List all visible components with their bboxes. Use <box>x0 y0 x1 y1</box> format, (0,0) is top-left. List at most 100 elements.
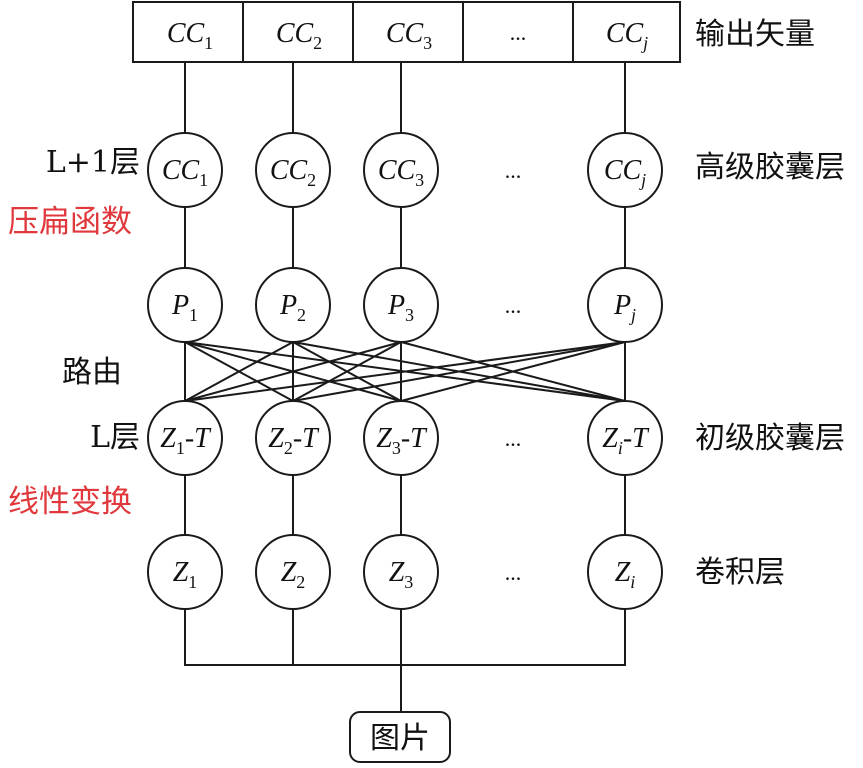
node-base: Z <box>173 557 189 588</box>
node-label: P2 <box>279 290 306 325</box>
node-label: P1 <box>171 290 198 325</box>
output-vector-box <box>132 1 681 63</box>
node-label: Z3-T <box>376 423 428 458</box>
node-subscript: 3 <box>405 305 414 325</box>
node-subscript: 1 <box>188 572 197 592</box>
prediction-layer: P1 P2 P3 ... Pj <box>147 267 663 343</box>
routing-label: 路由 <box>62 355 122 390</box>
conv-layer: Z1 Z2 Z3 ... Zi 卷积层 <box>147 534 785 610</box>
conv-node-i: Zi <box>587 534 663 610</box>
node-separator: - <box>185 423 194 454</box>
conv-node-3: Z3 <box>363 534 439 610</box>
primary-capsule-node-3: Z3-T <box>363 400 439 476</box>
prediction-node-2: P2 <box>255 267 331 343</box>
primary-capsule-layer: L层 Z1-T Z2-T Z3-T ... Zi-T 初级胶囊层 <box>90 400 845 476</box>
linear-transform-label: 线性变换 <box>8 484 132 520</box>
input-bus <box>184 609 626 712</box>
squash-function-label: 压扁函数 <box>8 204 132 240</box>
output-connectors <box>184 62 626 133</box>
routing-line <box>184 341 626 402</box>
high-capsule-node-2: CC2 <box>255 132 331 208</box>
node-label: Z3 <box>389 557 414 592</box>
primary-capsule-ellipsis: ... <box>505 426 522 451</box>
node-subscript: 1 <box>199 170 208 190</box>
routing-line <box>292 341 626 402</box>
high-capsule-node-j: CCj <box>587 132 663 208</box>
node-label: Z2-T <box>268 423 320 458</box>
prediction-ellipsis: ... <box>505 293 522 318</box>
node-label: P3 <box>387 290 414 325</box>
primary-capsule-layer-label: 初级胶囊层 <box>695 421 845 456</box>
level-label-l: L层 <box>90 420 140 455</box>
node-tail: T <box>302 423 320 454</box>
squash-connectors <box>184 207 626 268</box>
transform-connectors <box>184 475 626 535</box>
node-base: Z <box>268 423 284 454</box>
node-base: P <box>613 290 631 321</box>
output-cell-ccj: CCj <box>606 18 648 53</box>
node-label: Z1-T <box>160 423 212 458</box>
node-subscript: 2 <box>296 572 305 592</box>
node-subscript: j <box>629 305 636 325</box>
routing-line <box>400 341 626 402</box>
node-subscript: 3 <box>423 33 432 53</box>
conv-layer-label: 卷积层 <box>695 555 785 590</box>
prediction-node-1: P1 <box>147 267 223 343</box>
high-capsule-layer-label: 高级胶囊层 <box>695 150 845 185</box>
node-base: Z <box>160 423 176 454</box>
output-vector-row: CC1 CC2 CC3 ... CCj 输出矢量 <box>132 1 815 63</box>
output-cell-cc3: CC3 <box>386 18 432 53</box>
node-base: CC <box>378 155 416 186</box>
node-label: CC3 <box>378 155 424 190</box>
node-label: Z2 <box>281 557 306 592</box>
high-capsule-layer: L+1层 CC1 CC2 CC3 ... CCj 高级胶囊层 <box>46 132 845 208</box>
node-label: CC1 <box>162 155 208 190</box>
primary-capsule-node-i: Zi-T <box>587 400 663 476</box>
node-subscript: j <box>639 170 646 190</box>
node-subscript: 2 <box>297 305 306 325</box>
node-subscript: 2 <box>313 33 322 53</box>
node-base: Z <box>389 557 405 588</box>
conv-node-1: Z1 <box>147 534 223 610</box>
node-subscript: 1 <box>204 33 213 53</box>
primary-capsule-node-1: Z1-T <box>147 400 223 476</box>
level-label-l-plus-1: L+1层 <box>46 145 140 180</box>
output-vector-label: 输出矢量 <box>695 17 815 52</box>
output-cell-cc1: CC1 <box>167 18 213 53</box>
node-base: CC <box>167 18 205 49</box>
node-separator: - <box>623 423 632 454</box>
node-base: Z <box>281 557 297 588</box>
node-base: CC <box>604 155 642 186</box>
routing-lines <box>184 341 626 402</box>
node-subscript: 3 <box>415 170 424 190</box>
node-base: CC <box>606 18 644 49</box>
node-tail: T <box>632 423 650 454</box>
node-label: Zi-T <box>602 423 650 458</box>
node-subscript: 2 <box>307 170 316 190</box>
input-label: 图片 <box>370 721 430 756</box>
node-base: P <box>279 290 297 321</box>
node-subscript: 1 <box>176 438 185 458</box>
node-subscript: 1 <box>189 305 198 325</box>
node-label: Zi <box>615 557 636 592</box>
node-subscript: 3 <box>392 438 401 458</box>
node-base: Z <box>376 423 392 454</box>
conv-node-2: Z2 <box>255 534 331 610</box>
output-cell-cc2: CC2 <box>276 18 322 53</box>
node-base: Z <box>615 557 631 588</box>
prediction-node-j: Pj <box>587 267 663 343</box>
node-base: CC <box>162 155 200 186</box>
prediction-node-3: P3 <box>363 267 439 343</box>
conv-ellipsis: ... <box>505 560 522 585</box>
node-tail: T <box>194 423 212 454</box>
high-capsule-ellipsis: ... <box>505 158 522 183</box>
node-separator: - <box>293 423 302 454</box>
input-image-box: 图片 <box>349 711 451 763</box>
input-box <box>349 711 451 763</box>
node-label: CCj <box>604 155 646 190</box>
routing-line <box>184 341 294 402</box>
node-subscript: i <box>630 572 635 592</box>
node-base: CC <box>276 18 314 49</box>
node-subscript: 2 <box>284 438 293 458</box>
output-cell-ellipsis: ... <box>510 20 527 45</box>
